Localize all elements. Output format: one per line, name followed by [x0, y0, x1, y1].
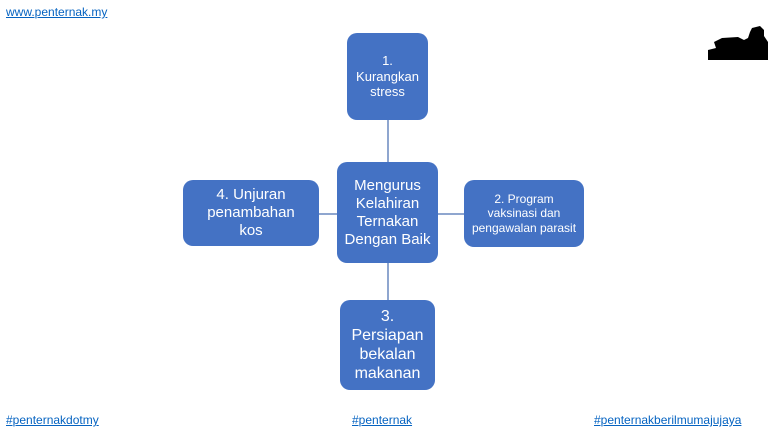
node-left-text: 4. Unjuran penambahan kos: [207, 186, 295, 239]
hashtag-left[interactable]: #penternakdotmy: [6, 413, 99, 427]
node-bottom-number: 3.: [380, 307, 395, 325]
node-left: 4. Unjuran penambahan kos: [183, 180, 319, 246]
hashtag-center[interactable]: #penternak: [352, 413, 413, 427]
hashtag-right[interactable]: #penternakberilmumajujaya: [594, 413, 742, 427]
farmer-silhouette-icon: [708, 26, 768, 60]
node-right-number: 2. Program: [494, 191, 554, 206]
node-right: 2. Program vaksinasi dan pengawalan para…: [464, 180, 584, 247]
node-bottom-text: Persiapan bekalan makanan: [351, 326, 424, 383]
node-center: Mengurus Kelahiran Ternakan Dengan Baik: [337, 162, 438, 263]
node-bottom: 3. Persiapan bekalan makanan: [340, 300, 435, 390]
site-link[interactable]: www.penternak.my: [6, 5, 108, 19]
node-center-text: Mengurus Kelahiran Ternakan Dengan Baik: [344, 176, 431, 248]
node-top-number: 1.: [382, 53, 393, 69]
node-top: 1. Kurangkan stress: [347, 33, 428, 120]
node-top-text: Kurangkan stress: [356, 68, 419, 100]
node-right-text: vaksinasi dan pengawalan parasit: [471, 206, 577, 235]
